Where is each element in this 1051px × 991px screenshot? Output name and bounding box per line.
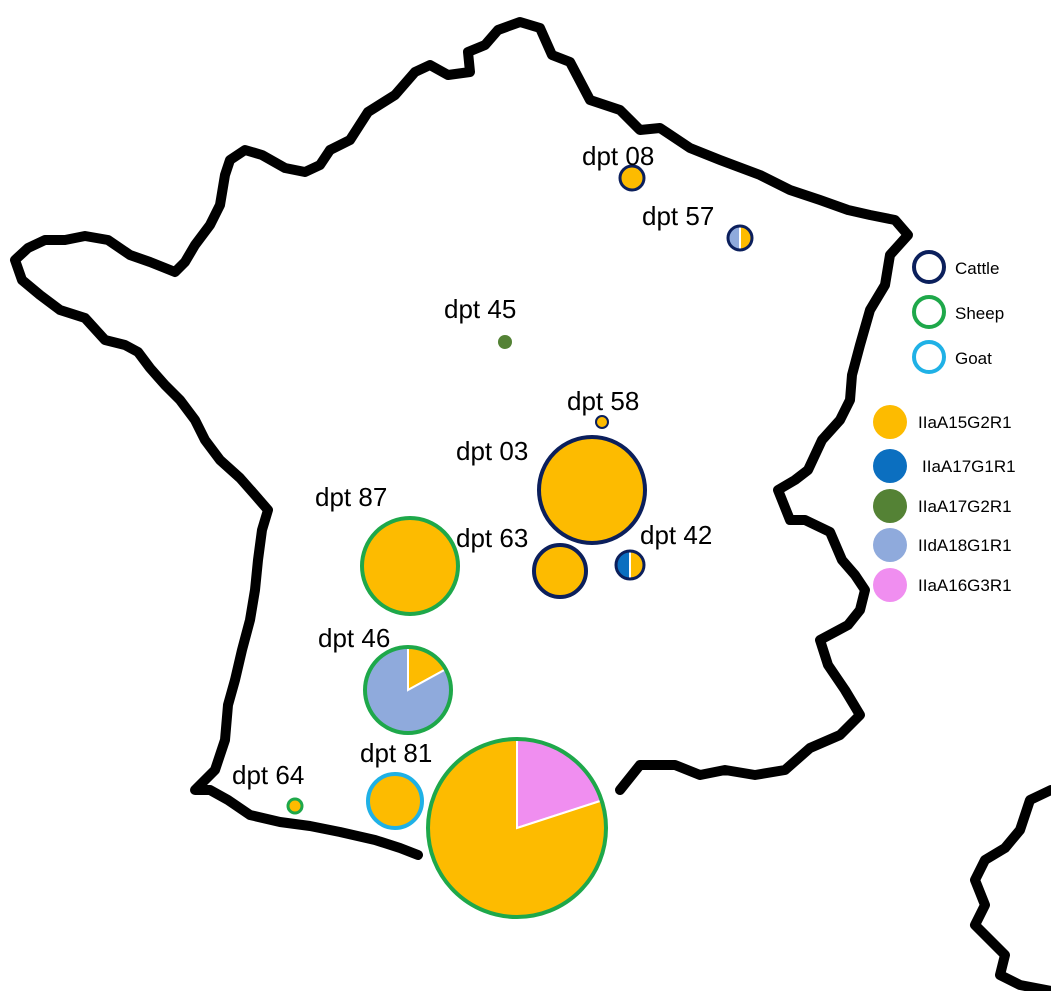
dept-label-dpt-64: dpt 64 [232,760,304,790]
pie-slice-IIaA15G2R1 [362,518,458,614]
host-ring-sheep [497,334,513,350]
dept-label-dpt-45: dpt 45 [444,294,516,324]
dept-label-dpt-63: dpt 63 [456,523,528,553]
host-ring-sheep [360,516,460,616]
pie-dpt-57 [726,224,754,252]
department-labels: dpt 08 dpt 57 dpt 45 dpt 58 dpt 03 dpt 87 dpt … [232,141,714,790]
map-legend: Cattle Sheep Goat IIaA15G2R1 IIaA17G1R1 … [873,250,1016,602]
pie-slice-IIaA15G2R1 [288,799,302,813]
legend-label-IIdA18G1R1: IIdA18G1R1 [918,536,1012,555]
department-pie-charts [286,164,754,919]
host-ring-sheep [426,737,608,919]
sheep-legend-icon [912,295,946,329]
pie-dpt-46 [363,645,453,735]
dept-label-dpt-57: dpt 57 [642,201,714,231]
legend-item-IIaA17G2R1: IIaA17G2R1 [873,489,1012,523]
host-ring-sheep [286,797,304,815]
host-ring-cattle [595,415,609,429]
pie-slice-IIaA15G2R1 [596,416,608,428]
legend-item-sheep: Sheep [912,295,1004,329]
pie-dpt-58 [595,415,609,429]
IIaA15G2R1-legend-icon [873,405,907,439]
IIaA17G1R1-legend-icon [873,449,907,483]
legend-item-IIaA17G1R1: IIaA17G1R1 [873,449,1016,483]
IIdA18G1R1-legend-icon [873,528,907,562]
legend-label-IIaA17G2R1: IIaA17G2R1 [918,497,1012,516]
pie-slice-IIaA15G2R1 [539,437,645,543]
pie-slice-IIaA15G2R1 [534,545,586,597]
pie-dpt-42 [614,549,646,581]
host-ring-cattle [532,543,588,599]
legend-item-IIdA18G1R1: IIdA18G1R1 [873,528,1012,562]
cattle-legend-icon [912,250,946,284]
legend-item-IIaA16G3R1: IIaA16G3R1 [873,568,1012,602]
dept-label-dpt-03: dpt 03 [456,436,528,466]
host-ring-cattle [614,549,646,581]
pie-dpt-64 [286,797,304,815]
dept-label-dpt-46: dpt 46 [318,623,390,653]
dept-label-dpt-58: dpt 58 [567,386,639,416]
host-ring-sheep [363,645,453,735]
dept-label-dpt-42: dpt 42 [640,520,712,550]
dept-label-dpt-87: dpt 87 [315,482,387,512]
pie-dpt-45 [497,334,513,350]
IIaA16G3R1-legend-icon [873,568,907,602]
dept-label-dpt-08: dpt 08 [582,141,654,171]
pie-dpt-08 [618,164,646,192]
host-ring-cattle [618,164,646,192]
legend-label-IIaA15G2R1: IIaA15G2R1 [918,413,1012,432]
pie-dpt-81 [366,772,424,830]
legend-item-IIaA15G2R1: IIaA15G2R1 [873,405,1012,439]
host-ring-cattle [726,224,754,252]
dept-label-dpt-81: dpt 81 [360,738,432,768]
pie-dpt-03 [537,435,647,545]
legend-label-goat: Goat [955,349,992,368]
france-mainland-outline [325,17,913,795]
legend-item-goat: Goat [912,340,992,374]
pie-dpt-87 [360,516,460,616]
pie-slice-IIaA15G2R1 [620,166,644,190]
IIaA17G2R1-legend-icon [873,489,907,523]
legend-item-cattle: Cattle [912,250,999,284]
host-ring-cattle [537,435,647,545]
pie-dpt-63 [532,543,588,599]
host-ring-goat [366,772,424,830]
corsica-outline [970,785,1051,991]
goat-legend-icon [912,340,946,374]
legend-label-IIaA17G1R1: IIaA17G1R1 [922,457,1016,476]
pie-slice-IIaA17G2R1 [498,335,512,349]
legend-label-IIaA16G3R1: IIaA16G3R1 [918,576,1012,595]
legend-label-sheep: Sheep [955,304,1004,323]
pie-unlabeled [426,737,608,919]
pie-slice-IIaA15G2R1 [368,774,422,828]
france-southwest-coast [10,145,423,860]
legend-label-cattle: Cattle [955,259,999,278]
